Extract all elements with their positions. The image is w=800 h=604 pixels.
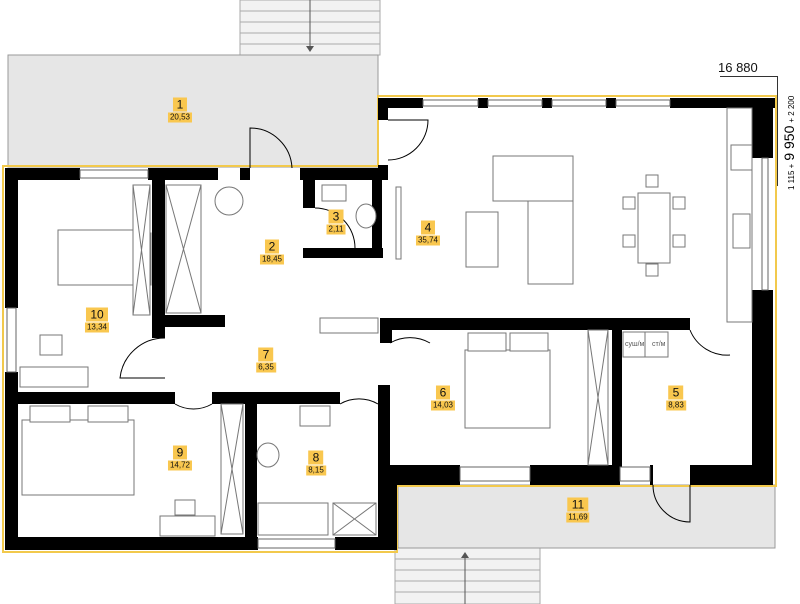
- room-area: 2,11: [326, 224, 346, 235]
- room-number: 7: [258, 347, 274, 362]
- room-number: 4: [420, 220, 436, 235]
- washer-label: ст/м: [652, 341, 666, 348]
- walls: [5, 98, 775, 550]
- room-number: 2: [264, 239, 280, 254]
- room-area: 14,72: [167, 460, 193, 471]
- room-area: 18,45: [259, 254, 285, 265]
- windows: [6, 99, 769, 549]
- side-dimension-c: + 2 200: [787, 95, 796, 123]
- bottom-stairs: [394, 547, 541, 604]
- room-number: 10: [86, 307, 108, 322]
- dimension-line-vertical: [777, 76, 778, 186]
- room-area: 8,83: [666, 400, 686, 411]
- side-dimension-a: 1 115 +: [787, 163, 796, 190]
- dimension-line: [720, 76, 778, 77]
- room-number: 8: [308, 450, 324, 465]
- furniture: [19, 107, 753, 537]
- room-number: 6: [435, 385, 451, 400]
- side-dimension: 1 115 + 9 950 + 2 200: [781, 96, 797, 190]
- room-number: 9: [172, 445, 188, 460]
- house-outline: [2, 95, 777, 553]
- room-area: 6,35: [256, 362, 276, 373]
- top-stairs: [239, 0, 381, 56]
- side-dimension-b: 9 950: [781, 125, 797, 161]
- room-area: 11,69: [566, 512, 590, 523]
- room-number: 3: [328, 209, 344, 224]
- dryer-label: суш/м: [625, 341, 645, 348]
- room-area: 35,74: [415, 235, 441, 246]
- total-width-dimension: 16 880: [718, 60, 758, 75]
- room-number: 11: [567, 497, 589, 512]
- room-area: 13,34: [84, 322, 110, 333]
- terrace-1: [7, 54, 379, 168]
- room-number: 1: [172, 97, 188, 112]
- room-area: 8,15: [306, 465, 326, 476]
- room-area: 14,03: [430, 400, 456, 411]
- room-area: 20,53: [167, 112, 193, 123]
- room-number: 5: [668, 385, 684, 400]
